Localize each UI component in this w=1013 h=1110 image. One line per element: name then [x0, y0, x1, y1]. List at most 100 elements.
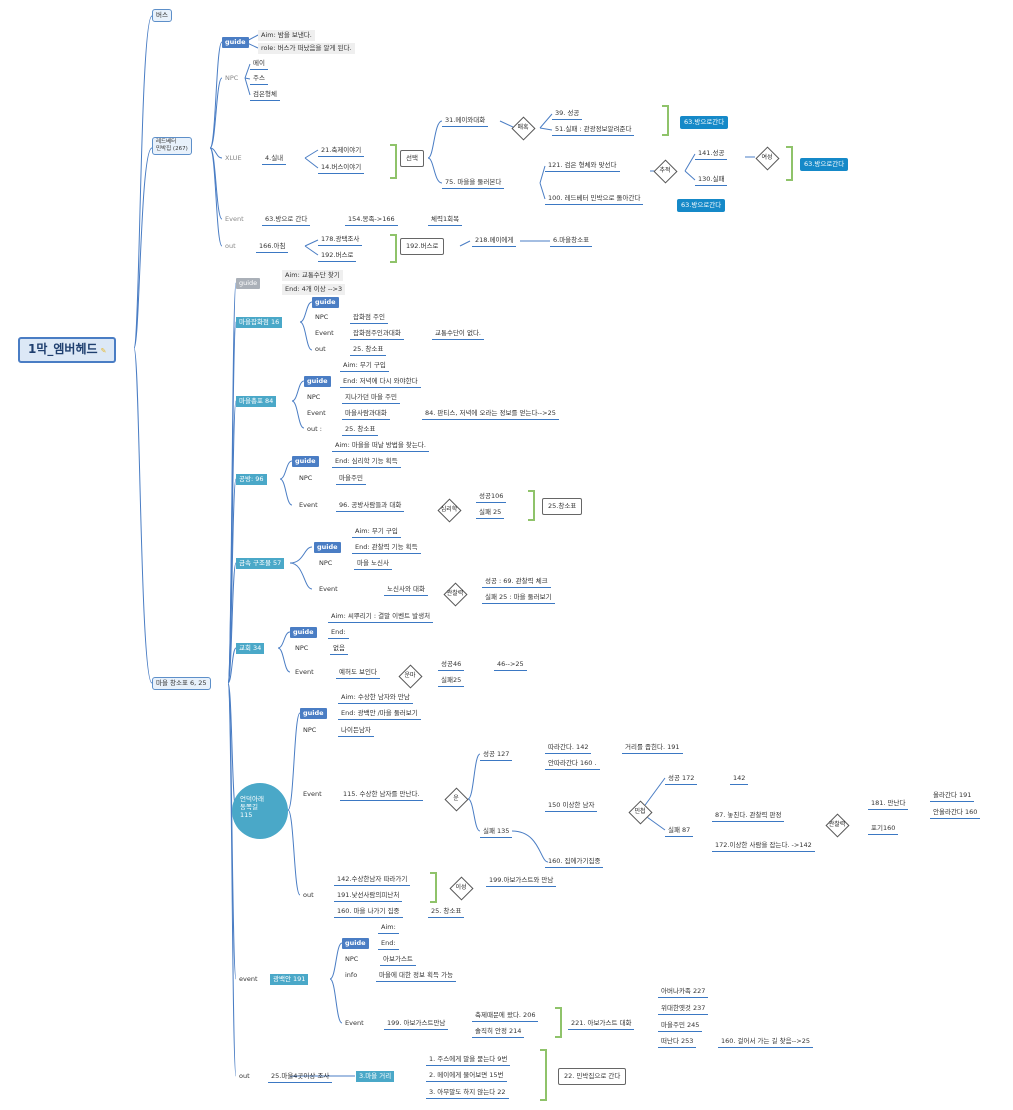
out-bus[interactable]: 192.버스로: [400, 238, 445, 255]
npc-value[interactable]: 없음: [330, 643, 348, 655]
topic-general-store[interactable]: 마을잡화점 16: [236, 317, 283, 328]
topic-village[interactable]: 마을 창소표 6, 25: [152, 677, 211, 690]
topic-gun-store[interactable]: 마을총포 84: [236, 396, 277, 407]
result-box[interactable]: 25.창소표: [542, 498, 583, 515]
decision-luck[interactable]: 운마: [398, 664, 423, 689]
hill-s2b[interactable]: 142: [730, 773, 749, 785]
decision-reason[interactable]: 이성: [444, 876, 478, 901]
result-fail[interactable]: 실패25: [438, 675, 465, 687]
out-survey[interactable]: 25.마을4곳이상 조사: [268, 1071, 333, 1083]
event-item[interactable]: 체력1회복: [428, 214, 463, 226]
street-choice[interactable]: 3. 아무말도 하지 않는다 22: [426, 1087, 509, 1099]
hill-nofollow[interactable]: 안따라간다 160 .: [545, 758, 600, 770]
result-success[interactable]: 성공 : 69. 관찰력 체크: [482, 576, 551, 588]
event-value[interactable]: 잡화점주인과대화: [350, 328, 404, 340]
clue-success[interactable]: 39. 성공: [552, 108, 583, 120]
out-value[interactable]: 160. 마을 나가기 집중: [334, 906, 403, 918]
clue-back[interactable]: 100. 레드베터 민박으로 돌아간다: [545, 193, 644, 205]
out-item[interactable]: 192.버스로: [318, 250, 357, 262]
event-choice[interactable]: 축제때문에 왔다. 206: [472, 1010, 539, 1022]
gwang-reply-next[interactable]: 160. 걸어서 가는 길 찾음-->25: [718, 1036, 813, 1048]
decision-agility[interactable]: 민첩: [628, 800, 653, 825]
out-value[interactable]: 25. 창소표: [428, 906, 465, 918]
out-morning[interactable]: 166.아침: [256, 241, 289, 253]
npc-item[interactable]: 주스: [250, 73, 268, 85]
topic-gwangbaek[interactable]: 광백안 191: [270, 974, 309, 985]
result-success[interactable]: 성공106: [476, 491, 507, 503]
info-value[interactable]: 마을에 대한 정보 획득 가능: [376, 970, 457, 982]
event-value[interactable]: 84. 판티스, 저녁에 오라는 정보를 얻는다-->25: [422, 408, 559, 420]
gwang-reply[interactable]: 마을주민 245: [658, 1020, 703, 1032]
hill-s2[interactable]: 성공 172: [665, 773, 698, 785]
decision-observation[interactable]: 관찰력: [820, 813, 854, 838]
decision-persuade[interactable]: 매혹: [511, 116, 536, 141]
event-value[interactable]: 마을사람과대화: [342, 408, 390, 420]
event-value[interactable]: 예허도 보인다: [336, 667, 380, 679]
hill-give[interactable]: 포기160: [868, 823, 899, 835]
topic-village-street[interactable]: 3.마을 거리: [356, 1071, 395, 1082]
out-value[interactable]: 142.수상한남자 따라가기: [334, 874, 411, 886]
topic-bus[interactable]: 버스: [152, 9, 172, 22]
goto-room[interactable]: 63.방으로간다: [677, 199, 726, 212]
hill-catch[interactable]: 172.이상한 사람을 잡는다. ->142: [712, 840, 815, 852]
event-value[interactable]: 115. 수상한 남자를 만난다.: [340, 789, 423, 801]
gwang-reply[interactable]: 위대한옛것 237: [658, 1003, 709, 1015]
npc-value[interactable]: 아보가스트: [380, 954, 416, 966]
goto-room[interactable]: 63.방으로간다: [680, 116, 729, 129]
decision-observation[interactable]: 관찰력: [438, 582, 472, 607]
event-value[interactable]: 교통수단이 없다.: [432, 328, 484, 340]
event-item[interactable]: 154.몽족->166: [345, 214, 398, 226]
hill-success[interactable]: 성공 127: [480, 749, 513, 761]
npc-value[interactable]: 잡화점 주인: [350, 312, 388, 324]
out-sq[interactable]: 6.마을창소표: [550, 235, 593, 247]
event-choice[interactable]: 솔직히 안정 214: [472, 1026, 525, 1038]
npc-value[interactable]: 나이든남자: [338, 725, 374, 737]
clue-f2[interactable]: 130.실패: [695, 174, 728, 186]
event-value[interactable]: 199. 아보가스트만남: [384, 1018, 449, 1030]
topic-metal-structure[interactable]: 금속 구조물 57: [236, 558, 285, 569]
hill-fail[interactable]: 실패 135: [480, 826, 513, 838]
clue-room[interactable]: 4.실내: [262, 153, 287, 165]
decision-psychology[interactable]: 심리학: [432, 498, 466, 523]
event-item[interactable]: 63.방으로 간다: [262, 214, 311, 226]
choice-box[interactable]: 선택: [400, 150, 424, 167]
npc-value[interactable]: 마을주민: [336, 473, 366, 485]
clue-look[interactable]: 75. 마을을 둘러본다: [442, 177, 505, 189]
gwang-reply[interactable]: 아버나카족 227: [658, 986, 709, 998]
gwang-reply[interactable]: 떠난다 253: [658, 1036, 697, 1048]
hill-distance[interactable]: 거리를 좁힌다. 191: [622, 742, 683, 754]
event-value[interactable]: 96. 공방사람들과 대화: [336, 500, 405, 512]
hill-house[interactable]: 160. 집에가기집중: [545, 856, 604, 868]
clue-opt[interactable]: 21.축제이야기: [318, 145, 365, 157]
decision-female[interactable]: 여성: [755, 146, 780, 171]
clue-talk[interactable]: 31.메이와대화: [442, 115, 489, 127]
result-next[interactable]: 46-->25: [494, 659, 527, 671]
hill-up[interactable]: 올라간다 191: [930, 790, 975, 802]
clue-s2[interactable]: 141.성공: [695, 148, 728, 160]
clue-fail[interactable]: 51.실패 : 관광정보알려준다: [552, 124, 635, 136]
npc-value[interactable]: 마을 노신사: [354, 558, 392, 570]
decision-chase[interactable]: 추적: [653, 159, 678, 184]
hill-f2[interactable]: 실패 87: [665, 825, 694, 837]
out-abo[interactable]: 199.아보가스트와 만남: [486, 875, 557, 887]
street-choice[interactable]: 1. 주스에게 말을 묻는다 9번: [426, 1054, 511, 1066]
npc-value[interactable]: 지나가던 마을 주민: [342, 392, 400, 404]
street-choice[interactable]: 2. 메이에게 물어보면 15번: [426, 1070, 507, 1082]
hill-meet[interactable]: 181. 만난다: [868, 798, 909, 810]
event-value[interactable]: 노신사와 대화: [384, 584, 428, 596]
gwang-talk[interactable]: 221. 아보가스트 대화: [568, 1018, 635, 1030]
clue-shadow[interactable]: 121. 검은 형체와 맞선다: [545, 160, 620, 172]
topic-church[interactable]: 교회 34: [236, 643, 265, 654]
out-value[interactable]: 25. 창소표: [350, 344, 387, 356]
out-value[interactable]: 191.낯선사람의피난처: [334, 890, 403, 902]
clue-opt[interactable]: 14.버스이야기: [318, 162, 365, 174]
out-item[interactable]: 178.광택조사: [318, 234, 363, 246]
out-mei[interactable]: 218.메이에게: [472, 235, 517, 247]
result-box[interactable]: 22. 민박집으로 간다: [558, 1068, 627, 1085]
out-value[interactable]: 25. 창소표: [342, 424, 379, 436]
goto-room[interactable]: 63.방으로간다: [800, 158, 849, 171]
hill-run[interactable]: 87. 놓친다. 관찰력 판정: [712, 810, 785, 822]
topic-red-better[interactable]: 레드베터 민박집 (267): [152, 137, 192, 155]
hill-noup[interactable]: 안올라간다 160: [930, 807, 981, 819]
npc-item[interactable]: 메이: [250, 58, 268, 70]
